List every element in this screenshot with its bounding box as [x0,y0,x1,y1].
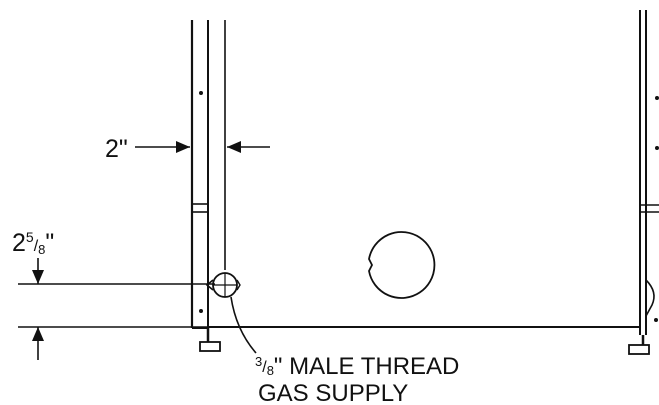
wall-rivet [199,309,203,313]
left-cabinet-wall [190,20,209,329]
width-dimension [135,141,270,153]
right-leveling-foot [628,335,650,355]
gas-supply-fitting [205,272,241,298]
left-leveling-foot [199,328,221,352]
height-dimension [18,258,215,360]
wall-rivet [199,91,203,95]
callout-leader [230,296,257,354]
width-dimension-label: 2" [105,135,128,163]
height-dimension-label: 25/8" [12,229,54,257]
gas-supply-callout-line1: 3/8" MALE THREAD [255,353,459,380]
access-hole [368,231,436,299]
gas-supply-callout-line2: GAS SUPPLY [258,380,408,405]
right-cabinet-wall [639,10,659,335]
